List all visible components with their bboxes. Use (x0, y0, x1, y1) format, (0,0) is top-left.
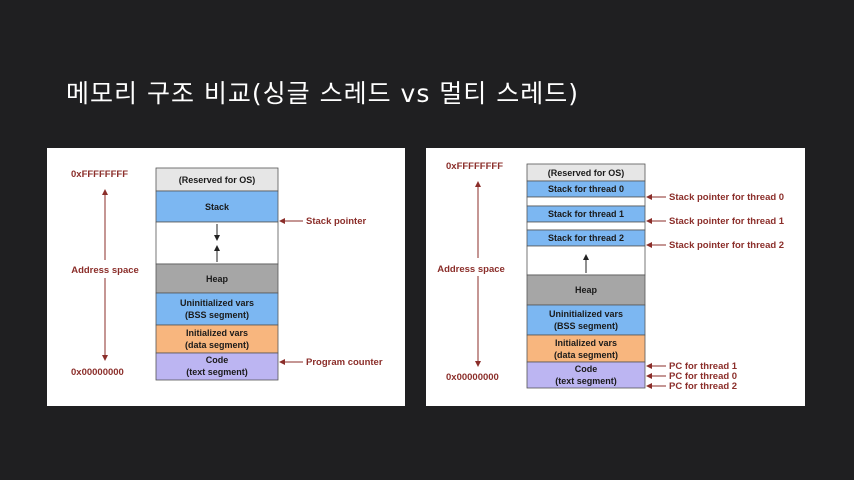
slide-title: 메모리 구조 비교(싱글 스레드 vs 멀티 스레드) (66, 79, 580, 108)
single-thread-diagram: 0xFFFFFFFF 0x00000000 Address space (Res… (47, 148, 405, 406)
multi-thread-diagram: 0xFFFFFFFF 0x00000000 Address space (Res… (426, 148, 805, 406)
gap-block-1 (526, 221, 646, 231)
heap-block (526, 274, 646, 306)
reserved-text: (Reserved for OS) (179, 175, 256, 185)
data-block (526, 334, 646, 363)
stack-pointer-label: Stack pointer (306, 216, 366, 227)
stack-block (155, 190, 279, 223)
code-text-1: Code (206, 355, 229, 365)
pc-thread0-label: PC for thread 0 (669, 371, 737, 382)
bottom-address-label: 0x00000000 (71, 367, 124, 378)
code-block (526, 361, 646, 389)
pc-thread2-label: PC for thread 2 (669, 381, 737, 392)
bss-text-1: Uninitialized vars (549, 309, 623, 319)
single-thread-svg: 0xFFFFFFFF 0x00000000 Address space (Res… (71, 167, 383, 381)
bss-block (526, 304, 646, 336)
bss-block (155, 292, 279, 326)
stack-text: Stack (205, 202, 230, 212)
top-address-label: 0xFFFFFFFF (446, 161, 503, 172)
sp-thread0-label: Stack pointer for thread 0 (669, 192, 784, 203)
sp-thread1-label: Stack pointer for thread 1 (669, 216, 785, 227)
pc-thread1-label: PC for thread 1 (669, 361, 738, 372)
stack-thread2-text: Stack for thread 2 (548, 233, 624, 243)
sp-thread2-label: Stack pointer for thread 2 (669, 240, 784, 251)
program-counter-label: Program counter (306, 357, 383, 368)
heap-block (155, 263, 279, 294)
code-text-2: (text segment) (186, 367, 248, 377)
bss-text-1: Uninitialized vars (180, 298, 254, 308)
code-text-2: (text segment) (555, 376, 617, 386)
data-block (155, 324, 279, 354)
data-text-2: (data segment) (554, 350, 618, 360)
bss-text-2: (BSS segment) (185, 310, 249, 320)
data-text-1: Initialized vars (555, 338, 617, 348)
address-space-label: Address space (437, 264, 505, 275)
reserved-text: (Reserved for OS) (548, 168, 625, 178)
stack-thread0-text: Stack for thread 0 (548, 184, 624, 194)
top-address-label: 0xFFFFFFFF (71, 169, 128, 180)
code-block (155, 352, 279, 381)
multi-thread-svg: 0xFFFFFFFF 0x00000000 Address space (Res… (437, 161, 785, 392)
code-text-1: Code (575, 364, 598, 374)
address-space-label: Address space (71, 265, 139, 276)
data-text-2: (data segment) (185, 340, 249, 350)
bottom-address-label: 0x00000000 (446, 372, 499, 383)
data-text-1: Initialized vars (186, 328, 248, 338)
heap-text: Heap (575, 285, 598, 295)
gap-block-0 (526, 196, 646, 207)
bss-text-2: (BSS segment) (554, 321, 618, 331)
stack-thread1-text: Stack for thread 1 (548, 209, 624, 219)
heap-text: Heap (206, 274, 229, 284)
